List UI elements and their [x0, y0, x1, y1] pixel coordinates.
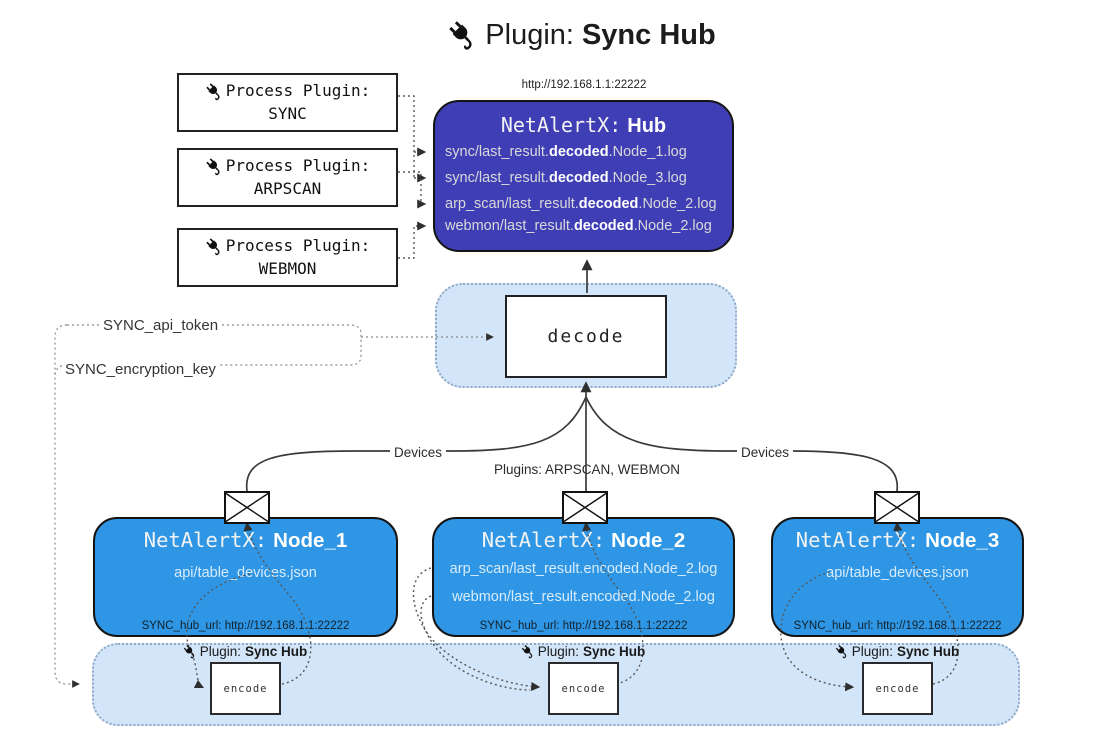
hub-file-4: webmon/last_result.decoded.Node_2.log	[445, 218, 712, 234]
envelope-icon	[562, 491, 608, 524]
devices-label-right: Devices	[736, 445, 794, 460]
process-plugin-name: ARPSCAN	[253, 178, 322, 198]
node-file: api/table_devices.json	[174, 565, 317, 581]
process-plugin-label: Process Plugin:	[225, 236, 371, 256]
node-title: NetAlertX:Node_3	[795, 528, 1000, 552]
devices-label-left: Devices	[389, 445, 447, 460]
node-hub-url: SYNC_hub_url: http://192.168.1.1:22222	[793, 620, 1002, 632]
node-1: NetAlertX:Node_1 api/table_devices.json …	[93, 517, 398, 637]
node-hub-url: SYNC_hub_url: http://192.168.1.1:22222	[479, 620, 688, 632]
node-title: NetAlertX:Node_2	[481, 528, 686, 552]
hub-file-1: sync/last_result.decoded.Node_1.log	[445, 144, 687, 160]
process-plugin-webmon: Process Plugin: WEBMON	[177, 228, 398, 287]
plugins-label: Plugins: ARPSCAN, WEBMON	[489, 462, 685, 477]
encode-plugin-label: Plugin:Sync Hub	[834, 643, 959, 660]
plug-icon	[182, 644, 198, 659]
plug-icon	[520, 644, 536, 659]
plug-icon	[204, 156, 224, 176]
node-file: api/table_devices.json	[826, 565, 969, 581]
hub-file-2: sync/last_result.decoded.Node_3.log	[445, 170, 687, 186]
plug-icon	[447, 19, 479, 51]
hub-file-3: arp_scan/last_result.decoded.Node_2.log	[445, 196, 717, 212]
plug-icon	[204, 236, 224, 256]
decode-box: decode	[505, 295, 667, 378]
hub-title-name: Hub	[627, 115, 667, 137]
envelope-icon	[874, 491, 920, 524]
node-2: NetAlertX:Node_2 arp_scan/last_result.en…	[432, 517, 735, 637]
encode-box: encode	[862, 662, 933, 715]
hub-title-prefix: NetAlertX:	[500, 113, 622, 137]
sync-encryption-key-label: SYNC_encryption_key	[62, 361, 219, 378]
hub-node: NetAlertX:Hub sync/last_result.decoded.N…	[433, 100, 734, 252]
process-plugin-name: WEBMON	[258, 258, 317, 278]
node-title: NetAlertX:Node_1	[143, 528, 348, 552]
plug-icon	[834, 644, 850, 659]
sync-api-token-label: SYNC_api_token	[100, 317, 222, 334]
envelope-icon	[224, 491, 270, 524]
node-3: NetAlertX:Node_3 api/table_devices.json …	[771, 517, 1024, 637]
process-plugin-label: Process Plugin:	[225, 81, 371, 101]
process-plugin-sync: Process Plugin: SYNC	[177, 73, 398, 132]
process-plugin-label: Process Plugin:	[225, 156, 371, 176]
encode-plugin-label: Plugin:Sync Hub	[520, 643, 645, 660]
encode-plugin-label: Plugin:Sync Hub	[182, 643, 307, 660]
process-plugin-arpscan: Process Plugin: ARPSCAN	[177, 148, 398, 207]
title-name: Sync Hub	[581, 18, 716, 51]
plug-icon	[204, 81, 224, 101]
encode-box: encode	[210, 662, 281, 715]
encode-box: encode	[548, 662, 619, 715]
node-hub-url: SYNC_hub_url: http://192.168.1.1:22222	[141, 620, 350, 632]
hub-title: NetAlertX:Hub	[435, 113, 732, 138]
page-title: Plugin: Sync Hub	[46, 14, 1117, 56]
node-file: arp_scan/last_result.encoded.Node_2.log	[449, 561, 718, 577]
process-plugin-name: SYNC	[268, 103, 307, 123]
node-file: webmon/last_result.encoded.Node_2.log	[452, 589, 715, 605]
hub-url: http://192.168.1.1:22222	[521, 79, 647, 91]
title-prefix: Plugin:	[485, 18, 574, 51]
